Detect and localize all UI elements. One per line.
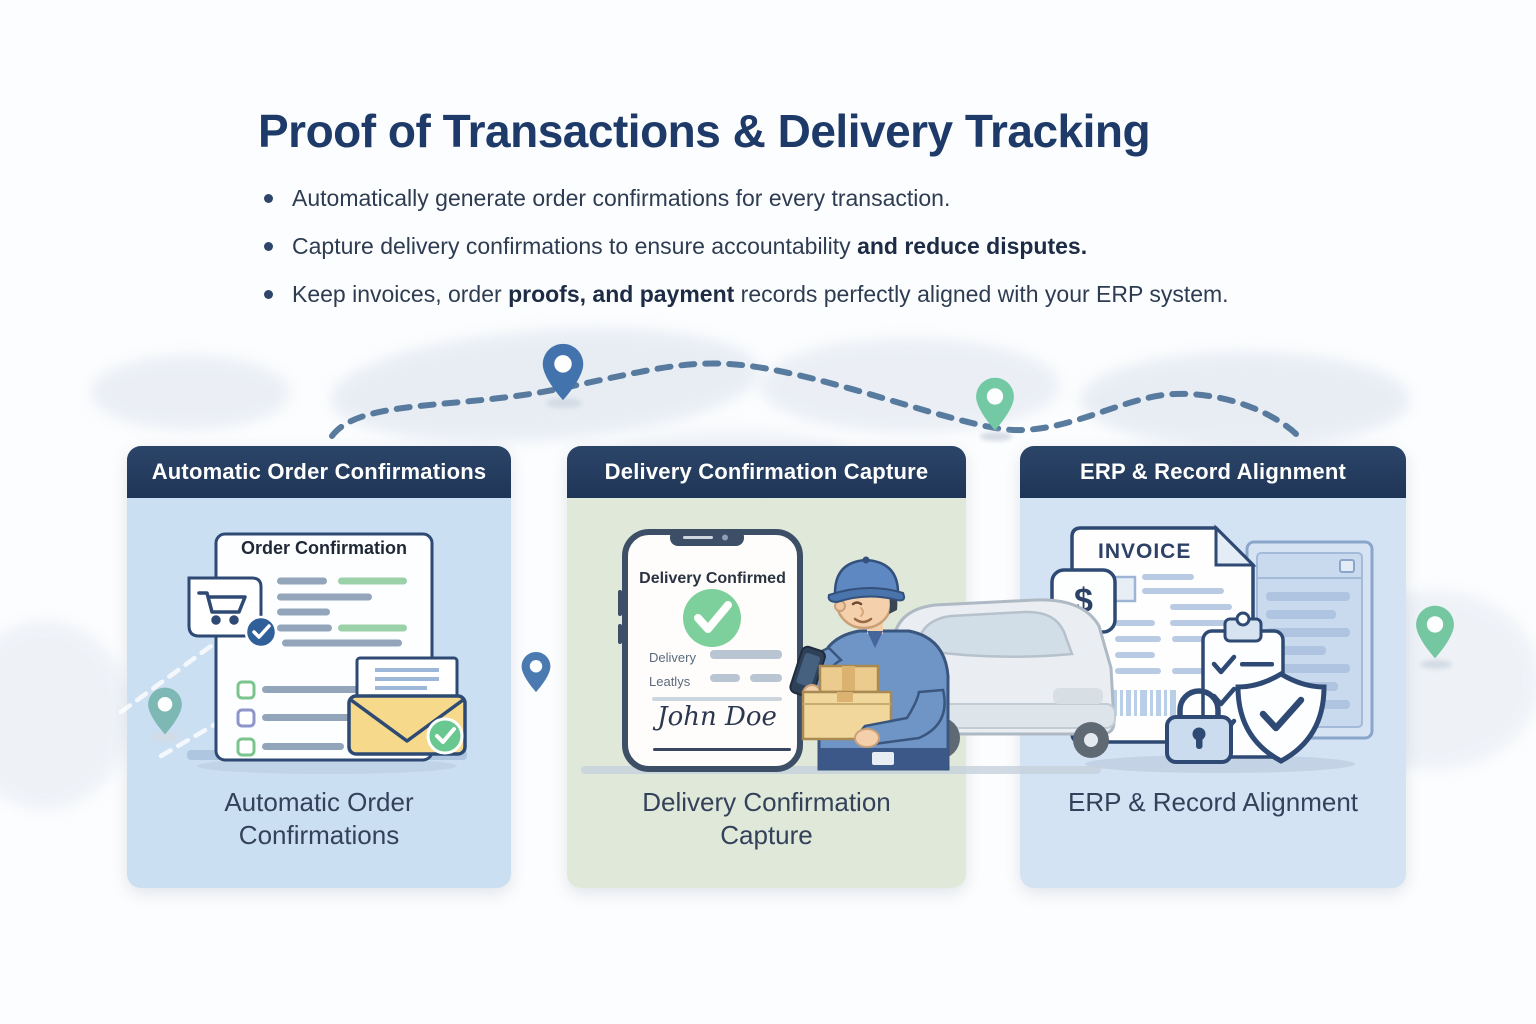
- map-silhouette: [0, 620, 130, 810]
- shield-check-icon: [1235, 671, 1327, 764]
- order-document-title: Order Confirmation: [240, 538, 407, 558]
- bullet-dot-icon: [264, 194, 273, 203]
- order-confirmation-illustration: [118, 498, 511, 790]
- card-erp-record-alignment: ERP & Record Alignment: [1020, 446, 1406, 888]
- smartphone: [618, 529, 803, 772]
- map-pin-green-right-icon: [1414, 604, 1456, 660]
- signature-text: John Doe: [657, 702, 777, 732]
- pin-shadow: [1420, 660, 1452, 669]
- map-pin-blue-icon: [540, 342, 586, 402]
- folded-corner: [1214, 524, 1257, 567]
- hand: [854, 728, 880, 748]
- pin-shadow: [152, 733, 180, 741]
- map-silhouette: [90, 355, 290, 430]
- bullet-item: Capture delivery confirmations to ensure…: [258, 232, 1229, 260]
- invoice-title: INVOICE: [1098, 540, 1192, 563]
- signature-line: [653, 748, 791, 751]
- blue-check-circle-icon: [244, 615, 278, 649]
- map-silhouette: [1080, 352, 1410, 447]
- phone-field-label: Delivery: [649, 650, 696, 665]
- decorative-dashes: [118, 643, 222, 759]
- eye: [851, 601, 863, 606]
- smile: [853, 617, 873, 624]
- checkbox-list: [236, 680, 360, 757]
- card-header: Automatic Order Confirmations: [127, 446, 511, 498]
- map-pin-teal-icon: [146, 686, 184, 736]
- erp-alignment-illustration: [1020, 498, 1406, 790]
- document-text-lines: [277, 577, 402, 647]
- phone-field-label: Leatlys: [649, 674, 691, 689]
- delivery-capture-illustration: [567, 498, 1116, 790]
- ground-shadow: [197, 758, 457, 774]
- delivery-person: [789, 556, 950, 771]
- divider: [652, 697, 782, 701]
- bullet-dot-icon: [264, 290, 273, 299]
- card-caption: ERP & Record Alignment: [1068, 787, 1358, 817]
- card-delivery-confirmation-capture: Delivery Confirmation Capture: [567, 446, 1116, 888]
- bullet-list: Automatically generate order confirmatio…: [258, 184, 1229, 328]
- map-pin-small-blue-icon: [520, 650, 552, 694]
- card-header: Delivery Confirmation Capture: [567, 446, 966, 498]
- invoice-lines: [1115, 574, 1232, 674]
- pin-shadow: [980, 432, 1012, 441]
- bullet-item: Automatically generate order confirmatio…: [258, 184, 1229, 212]
- bullet-dot-icon: [264, 242, 273, 251]
- bullet-item: Keep invoices, order proofs, and payment…: [258, 280, 1229, 308]
- map-pin-green-icon: [974, 376, 1016, 432]
- padlock-icon: [1165, 688, 1233, 764]
- cap-icon: [827, 556, 906, 604]
- card-automatic-order-confirmations: Automatic Order Confirmations: [118, 446, 511, 888]
- shopping-cart-icon: [197, 591, 247, 625]
- green-check-circle-icon: [426, 717, 464, 755]
- card-header: ERP & Record Alignment: [1020, 446, 1406, 498]
- page-title: Proof of Transactions & Delivery Trackin…: [258, 105, 1151, 157]
- phone-form-lines: [710, 650, 782, 682]
- phone-status-text: Delivery Confirmed: [639, 570, 786, 587]
- document-green-lines: [338, 577, 407, 632]
